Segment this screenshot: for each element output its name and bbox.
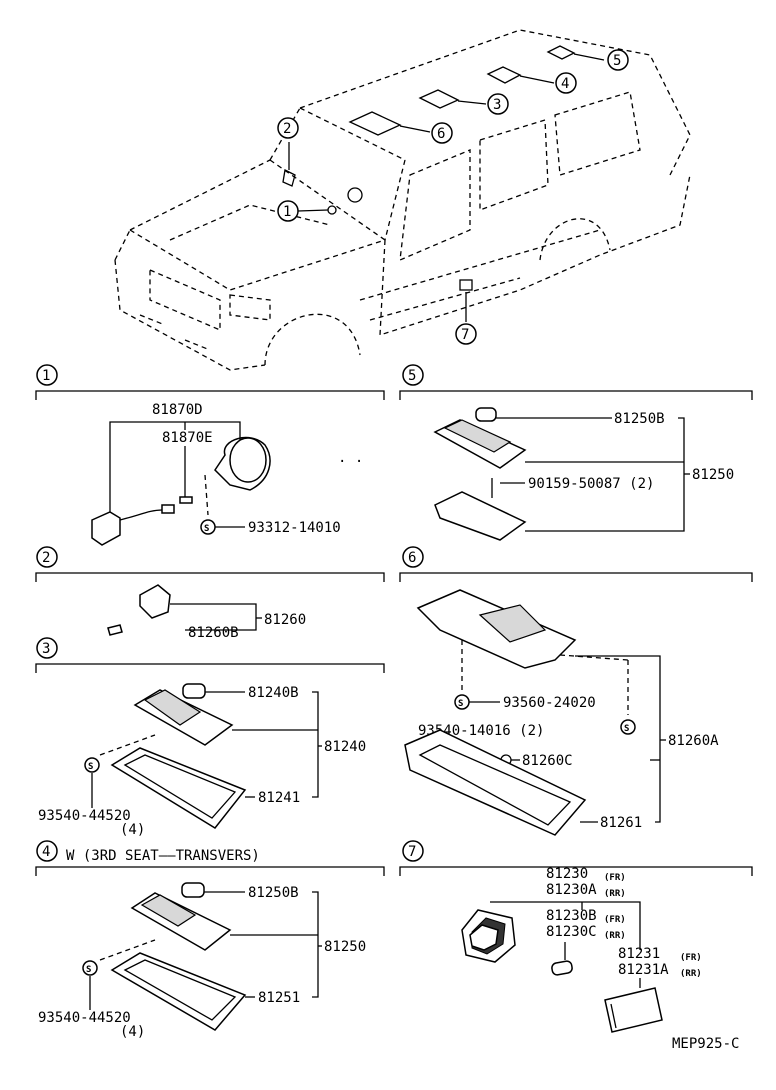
part-label: 81230B xyxy=(546,908,597,924)
section-3: 3 S 93540-44520 (4) 81240B 81240 81241 xyxy=(35,637,385,838)
part-label: 4 xyxy=(42,844,50,860)
part-label: 81260B xyxy=(188,625,239,641)
part-label: S xyxy=(458,699,463,709)
part-label: 81240B xyxy=(248,685,299,701)
section-7: 7 81230 (FR) 81230A (RR) 81230B (FR) 812… xyxy=(399,840,753,1033)
part-label: 1 xyxy=(42,368,50,384)
part-label: W (3RD SEAT——TRANSVERS) xyxy=(66,848,260,864)
part-label: 81250B xyxy=(248,885,299,901)
part-label: (FR) xyxy=(604,873,626,883)
part-label: 6 xyxy=(437,126,445,142)
part-label: (FR) xyxy=(604,915,626,925)
part-label: (FR) xyxy=(680,953,702,963)
part-label: 81231A xyxy=(618,962,669,978)
part-label: 81250 xyxy=(324,939,366,955)
part-label: S xyxy=(86,965,91,975)
part-label: S xyxy=(88,762,93,772)
part-label: 81870E xyxy=(162,430,213,446)
diagram-code: MEP925-C xyxy=(672,1036,739,1052)
part-label: 81241 xyxy=(258,790,300,806)
section-2: 2 81260 81260B xyxy=(35,546,385,641)
part-label: 81870D xyxy=(152,402,203,418)
part-label: 81260A xyxy=(668,733,719,749)
section-1: 1 S 81870D 81870E 93312-14010 . . xyxy=(35,364,385,546)
part-label: (RR) xyxy=(604,931,626,941)
part-label: 1 xyxy=(283,204,291,220)
part-label: 81230 xyxy=(546,866,588,882)
part-label: 3 xyxy=(42,641,50,657)
part-label: 81240 xyxy=(324,739,366,755)
part-label: 93540-44520 xyxy=(38,1010,131,1026)
part-label: 7 xyxy=(461,327,469,343)
part-label: 2 xyxy=(283,121,291,137)
part-label: 81250 xyxy=(692,467,734,483)
part-label: 93312-14010 xyxy=(248,520,341,536)
part-label: 4 xyxy=(561,76,569,92)
part-label: 3 xyxy=(493,97,501,113)
part-label: 5 xyxy=(613,53,621,69)
part-label: 81251 xyxy=(258,990,300,1006)
part-label: S xyxy=(204,524,209,534)
part-label: 81250B xyxy=(614,411,665,427)
vehicle-illustration xyxy=(114,29,691,371)
section-4: 4 W (3RD SEAT——TRANSVERS) S 93540-44520 … xyxy=(35,840,385,1040)
part-label: . . xyxy=(338,450,363,466)
part-label: 93540-44520 xyxy=(38,808,131,824)
part-label: 81261 xyxy=(600,815,642,831)
part-label: 7 xyxy=(408,844,416,860)
overview-callouts: 2 1 3 4 5 6 7 xyxy=(277,49,629,345)
part-label: S xyxy=(624,724,629,734)
part-label: 2 xyxy=(42,550,50,566)
part-label: 90159-50087 (2) xyxy=(528,476,654,492)
part-label: 81230A xyxy=(546,882,597,898)
part-label: (RR) xyxy=(604,889,626,899)
part-label: (4) xyxy=(120,822,145,838)
part-label: (RR) xyxy=(680,969,702,979)
part-label: 6 xyxy=(408,550,416,566)
part-label: 81260 xyxy=(264,612,306,628)
section-6: 6 S 93560-24020 93540-14016 (2) S 81260C… xyxy=(399,546,753,836)
part-label: (4) xyxy=(120,1024,145,1040)
part-label: 81230C xyxy=(546,924,597,940)
part-label: 5 xyxy=(408,368,416,384)
part-label: 93560-24020 xyxy=(503,695,596,711)
part-label: 81260C xyxy=(522,753,573,769)
section-5: 5 81250B 90159-50087 (2) 81250 xyxy=(399,364,753,541)
part-label: 81231 xyxy=(618,946,660,962)
